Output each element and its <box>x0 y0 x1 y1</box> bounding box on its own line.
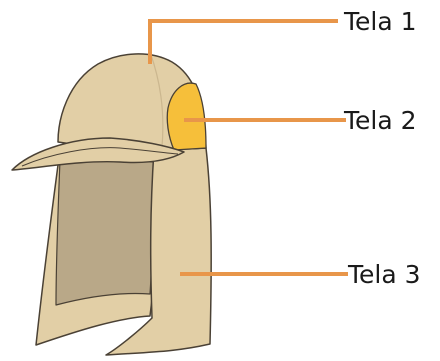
neck-flap-inner <box>55 159 159 306</box>
mesh-panel <box>166 82 207 151</box>
label-tela1: Tela 1 <box>343 7 417 36</box>
label-tela2: Tela 2 <box>343 106 417 135</box>
side-flap <box>105 147 212 356</box>
leader-line-tela1 <box>148 19 338 64</box>
brim-stitching <box>21 147 179 167</box>
cap-brim <box>11 137 185 171</box>
crown-seam <box>149 51 164 148</box>
label-tela3: Tela 3 <box>347 260 421 289</box>
